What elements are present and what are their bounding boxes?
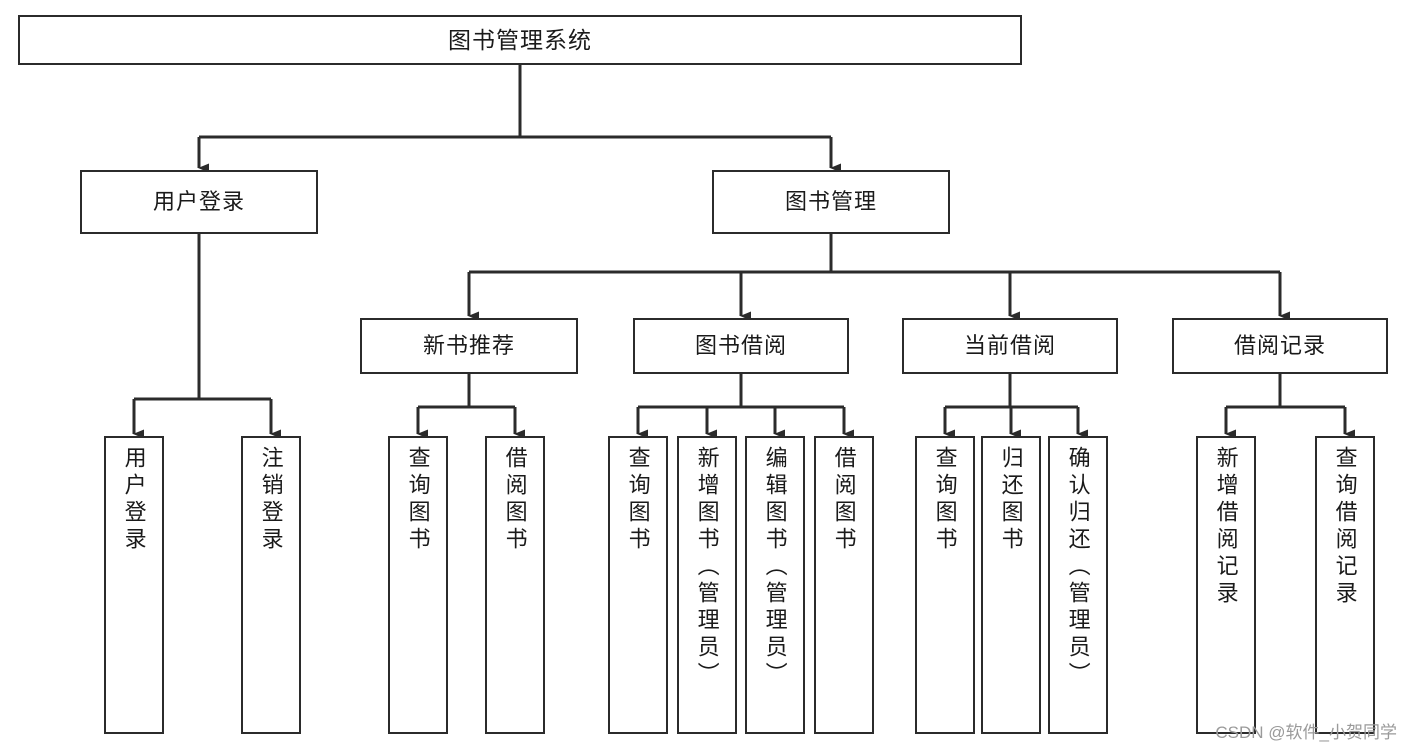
node-book-borrow[interactable]: 图书借阅	[633, 318, 849, 374]
node-label-leaf-borrow-2: 借阅图书	[831, 446, 857, 554]
node-label-leaf-query-1: 查询图书	[405, 446, 431, 554]
node-leaf-confirm[interactable]: 确认归还（管理员）	[1048, 436, 1108, 734]
node-label-leaf-query-3: 查询图书	[932, 446, 958, 554]
node-leaf-query-1[interactable]: 查询图书	[388, 436, 448, 734]
node-leaf-query-rec[interactable]: 查询借阅记录	[1315, 436, 1375, 734]
node-label-leaf-logout: 注销登录	[258, 446, 284, 554]
node-label-leaf-edit-book: 编辑图书（管理员）	[762, 446, 788, 689]
node-label-leaf-confirm: 确认归还（管理员）	[1065, 446, 1091, 689]
node-leaf-return[interactable]: 归还图书	[981, 436, 1041, 734]
node-label-user-login: 用户登录	[152, 189, 245, 215]
node-label-leaf-return: 归还图书	[998, 446, 1024, 554]
node-label-leaf-user-login: 用户登录	[121, 446, 147, 554]
node-leaf-edit-book[interactable]: 编辑图书（管理员）	[745, 436, 805, 734]
node-label-current-borrow: 当前借阅	[963, 333, 1056, 359]
node-label-leaf-borrow-1: 借阅图书	[502, 446, 528, 554]
node-leaf-borrow-1[interactable]: 借阅图书	[485, 436, 545, 734]
node-label-book-manage: 图书管理	[784, 189, 877, 215]
node-borrow-record[interactable]: 借阅记录	[1172, 318, 1388, 374]
node-label-new-book-rec: 新书推荐	[422, 333, 515, 359]
node-label-leaf-add-book: 新增图书（管理员）	[694, 446, 720, 689]
node-label-book-borrow: 图书借阅	[694, 333, 787, 359]
node-current-borrow[interactable]: 当前借阅	[902, 318, 1118, 374]
node-label-leaf-query-rec: 查询借阅记录	[1332, 446, 1358, 608]
node-leaf-add-record[interactable]: 新增借阅记录	[1196, 436, 1256, 734]
node-label-root: 图书管理系统	[448, 26, 592, 53]
node-leaf-query-2[interactable]: 查询图书	[608, 436, 668, 734]
node-leaf-query-3[interactable]: 查询图书	[915, 436, 975, 734]
node-leaf-user-login[interactable]: 用户登录	[104, 436, 164, 734]
node-new-book-rec[interactable]: 新书推荐	[360, 318, 578, 374]
node-label-borrow-record: 借阅记录	[1233, 333, 1326, 359]
node-book-manage[interactable]: 图书管理	[712, 170, 950, 234]
watermark-text: CSDN @软件_小贺同学	[1215, 723, 1397, 742]
node-label-leaf-query-2: 查询图书	[625, 446, 651, 554]
node-leaf-logout[interactable]: 注销登录	[241, 436, 301, 734]
node-leaf-add-book[interactable]: 新增图书（管理员）	[677, 436, 737, 734]
node-user-login[interactable]: 用户登录	[80, 170, 318, 234]
node-label-leaf-add-record: 新增借阅记录	[1213, 446, 1239, 608]
node-root[interactable]: 图书管理系统	[18, 15, 1022, 65]
node-leaf-borrow-2[interactable]: 借阅图书	[814, 436, 874, 734]
